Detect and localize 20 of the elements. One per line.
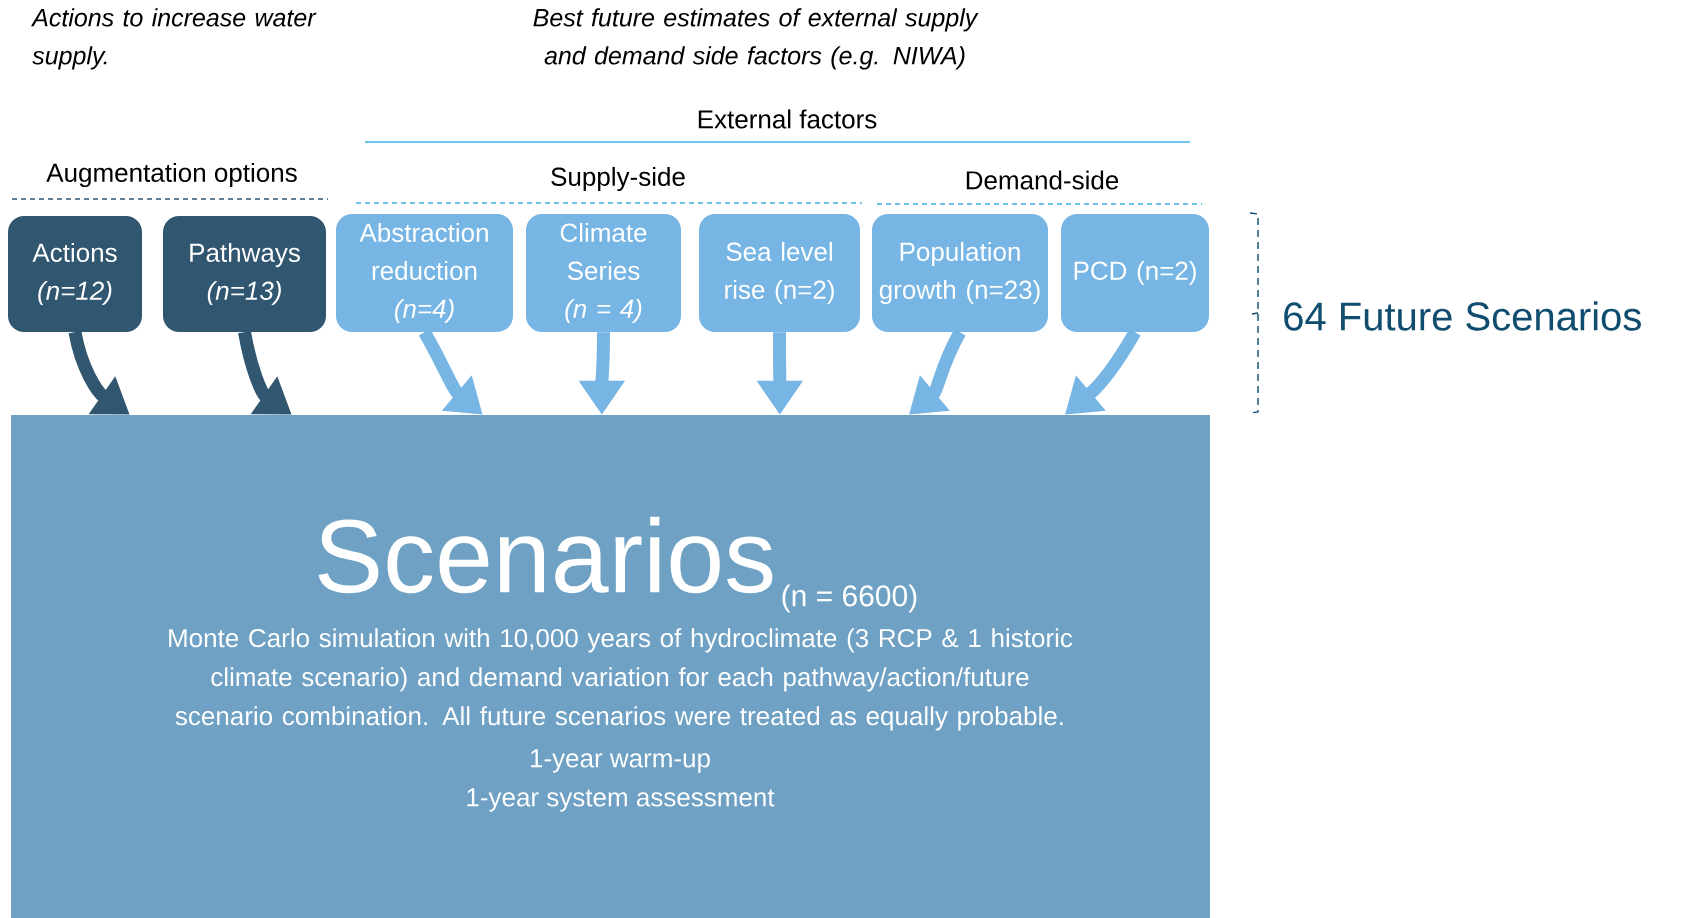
- description-text: Monte Carlo simulation with 10,000 years of hydroclimate (3 RCP & 1 historic climate scenario) and demand variation for each pathway/action/future scenario combination. All future scenarios were treated as equally probable.: [169, 628, 1073, 731]
- note-text: Actions to increase water supply.: [30, 8, 317, 70]
- scenario-box: [11, 415, 1210, 918]
- group-heading: Augmentation options: [46, 162, 297, 188]
- sample-size: (n = 6600): [782, 584, 917, 613]
- group-heading: External factors: [698, 109, 877, 129]
- description-text: 1-year warm-up: [530, 749, 710, 773]
- factor-box: PCD (n=2): [1061, 214, 1209, 332]
- option-box: Pathways (n=13): [163, 216, 326, 332]
- scenario-title: Scenarios: [318, 516, 773, 594]
- scenario-count: 64 Future Scenarios: [1284, 301, 1641, 331]
- factor-box: Climate Series (n = 4): [526, 214, 681, 332]
- factor-box: Sea level rise (n=2): [699, 214, 860, 332]
- description-text: 1-year system assessment: [467, 788, 775, 812]
- factor-box: Abstraction reduction (n=4): [336, 214, 513, 332]
- group-heading: Supply-side: [551, 166, 685, 192]
- option-box: Actions (n=12): [8, 216, 142, 332]
- group-heading: Demand-side: [966, 170, 1119, 190]
- factor-box: Population growth (n=23): [872, 214, 1048, 332]
- note-text: Best future estimates of external supply and demand side factors (e.g. NIWA): [533, 8, 979, 70]
